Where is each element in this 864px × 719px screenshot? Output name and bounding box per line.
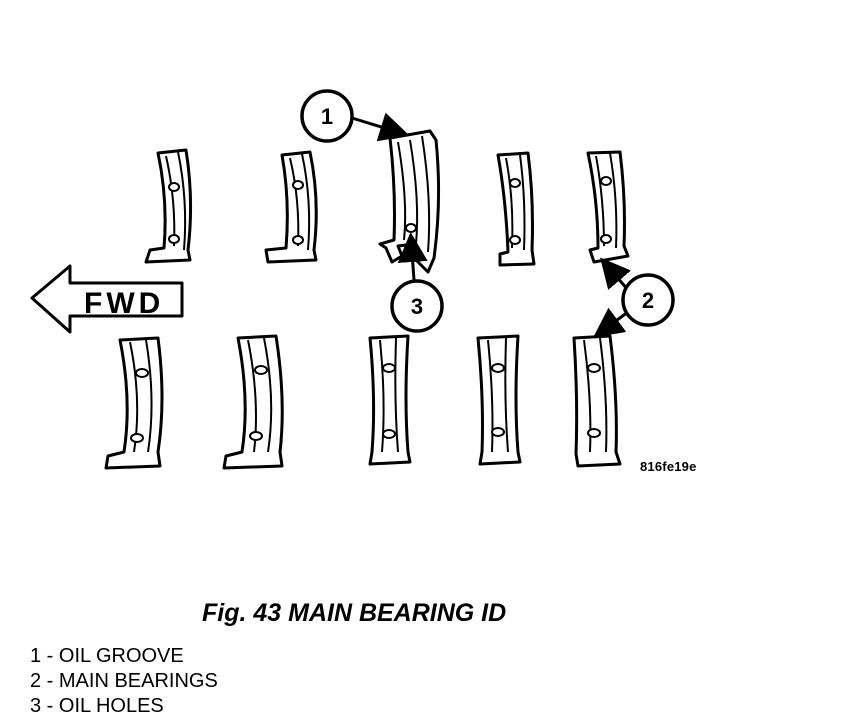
upper-bearing-3-grooved <box>378 129 441 274</box>
upper-bearing-5 <box>586 150 630 264</box>
oil-hole <box>130 433 144 443</box>
oil-hole <box>292 180 304 190</box>
upper-bearing-1 <box>144 148 193 264</box>
upper-bearing-4 <box>496 151 536 267</box>
oil-hole <box>405 223 417 233</box>
oil-hole <box>382 363 396 373</box>
callout-3: 3 <box>390 232 444 333</box>
figure-title: Fig. 43 MAIN BEARING ID <box>202 599 507 627</box>
oil-hole <box>382 429 396 439</box>
figure-reference-id: 816fe19e <box>640 459 697 474</box>
oil-hole <box>135 368 149 378</box>
oil-hole <box>254 365 268 375</box>
oil-hole <box>249 431 263 441</box>
legend-item: 3 - OIL HOLES <box>30 695 164 717</box>
oil-hole <box>587 428 601 438</box>
callout-1-number: 1 <box>321 104 333 129</box>
callout-3-number: 3 <box>411 294 423 319</box>
oil-hole <box>509 235 521 245</box>
oil-hole <box>600 234 612 244</box>
oil-hole <box>587 363 601 373</box>
callout-2-number: 2 <box>642 288 654 313</box>
lower-bearing-4 <box>476 334 522 466</box>
oil-hole <box>600 176 612 186</box>
callout-2: 2 <box>593 257 675 338</box>
fwd-label: FWD <box>84 287 164 320</box>
oil-hole <box>491 363 505 373</box>
oil-hole <box>509 178 521 188</box>
lower-bearing-3 <box>368 334 412 466</box>
oil-hole <box>491 427 505 437</box>
callout-1: 1 <box>300 89 410 143</box>
legend: 1 - OIL GROOVE 2 - MAIN BEARINGS 3 - OIL… <box>30 644 218 719</box>
main-bearing-diagram: FWD <box>30 89 675 470</box>
lower-bearing-2 <box>222 334 284 470</box>
oil-hole <box>168 234 180 244</box>
legend-item: 2 - MAIN BEARINGS <box>30 670 218 692</box>
lower-bearing-1 <box>104 336 164 470</box>
fwd-arrow: FWD <box>30 264 184 334</box>
oil-hole <box>292 235 304 245</box>
upper-bearing-2 <box>264 150 318 264</box>
lower-bearing-5 <box>572 334 622 468</box>
oil-hole <box>168 182 180 192</box>
legend-item: 1 - OIL GROOVE <box>30 645 184 667</box>
